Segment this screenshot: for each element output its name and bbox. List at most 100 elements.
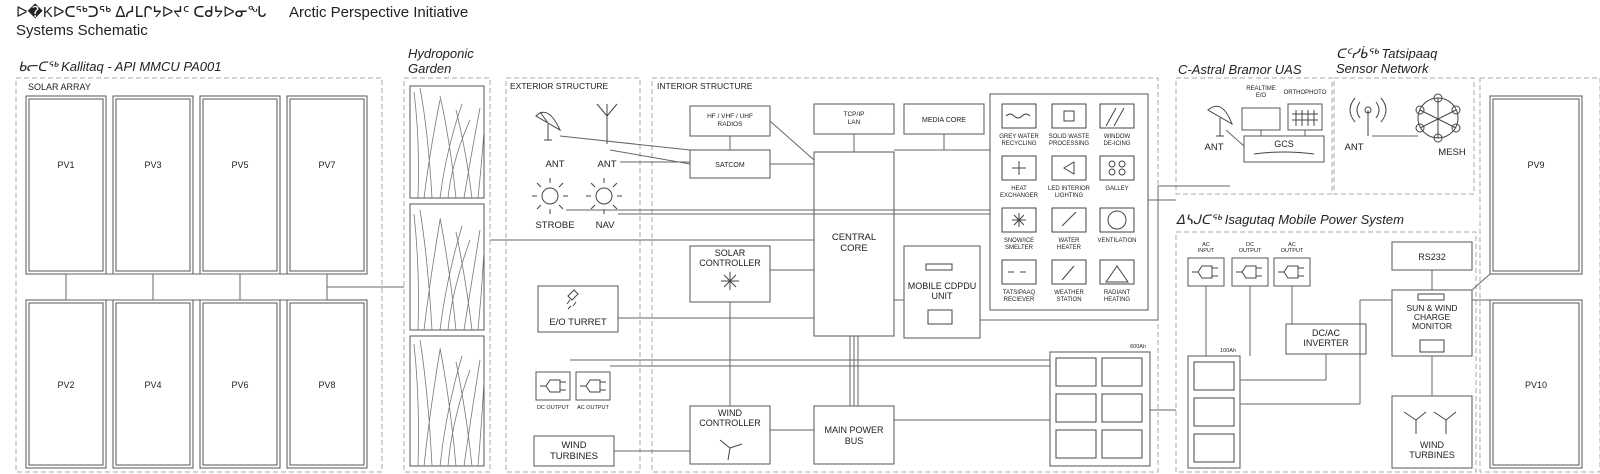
sensor-antenna-icon: [1349, 97, 1387, 136]
right-pv-frame: [1479, 77, 1600, 473]
pv2-label: PV2: [57, 380, 74, 390]
gcs-box: [1243, 135, 1325, 163]
subsystem-icons: [1001, 103, 1135, 285]
meter-icon: [927, 309, 953, 325]
pv4-label: PV4: [144, 380, 161, 390]
battery-icons: [1055, 357, 1143, 459]
orthophoto-label: ORTHOPHOTO: [1284, 90, 1327, 96]
subsystem-ventilation: VENTILATION: [1098, 238, 1137, 244]
subsystems-panel: [989, 93, 1149, 311]
pv9-label: PV9: [1527, 160, 1544, 170]
ext-ant2-label: ANT: [598, 159, 617, 170]
section-kallitaq: ᑲᓕᑕᖅ Kallitaq - API MMCU PA001: [18, 59, 221, 74]
section-isagutaq: ᐃᓴᒍᑕᖅ Isagutaq Mobile Power System: [1176, 212, 1404, 227]
whip-antenna-icon: [596, 103, 618, 144]
solar-array-frame: [15, 77, 383, 473]
turbine-icon: [719, 439, 743, 461]
battery-100-label: 100Ah: [1220, 348, 1236, 354]
plug-icon: [540, 379, 606, 393]
orthophoto-box: [1287, 103, 1323, 131]
pv7-label: PV7: [318, 160, 335, 170]
strobe-light-icon: [532, 178, 568, 214]
monitor-meter-icon: [1419, 339, 1445, 353]
pv8-label: PV8: [318, 380, 335, 390]
central-core-box: [813, 151, 895, 337]
sensor-ant-label: ANT: [1345, 142, 1364, 153]
eo-turret-label: E/O TURRET: [549, 317, 607, 328]
uas-ant-label: ANT: [1205, 142, 1224, 153]
uas-wiring: [1225, 129, 1306, 147]
pv3-label: PV3: [144, 160, 161, 170]
hydroponic-frame: [403, 77, 491, 473]
power-wind-turbines-box: [1391, 395, 1473, 469]
dish-antenna-icon: [535, 111, 562, 141]
charge-monitor-box: [1391, 289, 1473, 357]
ext-ant1-label: ANT: [546, 159, 565, 170]
ext-strobe-label: STROBE: [535, 220, 574, 231]
grid-icon: [1292, 110, 1318, 126]
rs232-box: [1391, 241, 1473, 271]
battery-bank-100: [1187, 355, 1241, 469]
pv5-label: PV5: [231, 160, 248, 170]
exterior-frame: [505, 77, 641, 473]
ext-nav-label: NAV: [596, 220, 615, 231]
exterior-label: EXTERIOR STRUCTURE: [510, 81, 609, 91]
ext-wind-turbines-box: [533, 435, 615, 467]
pv10-label: PV10: [1525, 380, 1547, 390]
battery-bank-600: [1049, 351, 1151, 467]
pv6-label: PV6: [231, 380, 248, 390]
hydroponic-plants: [409, 85, 485, 467]
title-main: Arctic Perspective Initiative: [289, 4, 468, 21]
camera-icon: [566, 289, 579, 310]
main-power-bus-box: [813, 405, 895, 465]
ext-ac-output-label: AC OUTPUT: [577, 405, 609, 411]
sensor-mesh-label: MESH: [1438, 147, 1466, 158]
monitor-display-icon: [1417, 293, 1445, 301]
display-icon: [925, 263, 953, 271]
title-sub: Systems Schematic: [16, 22, 148, 39]
gcs-label: GCS: [1274, 139, 1294, 149]
power-wiring: [1205, 270, 1491, 405]
solar-array-label: SOLAR ARRAY: [28, 82, 91, 92]
tcpip-box: [813, 103, 895, 135]
section-uas: C-Astral Bramor UAS: [1178, 62, 1302, 77]
uas-dish-icon: [1207, 105, 1233, 137]
pv-panels: [25, 95, 1583, 469]
media-core-label: MEDIA CORE: [922, 117, 966, 124]
satcom-box: [689, 149, 771, 179]
gcs-link-icon: [1253, 151, 1315, 155]
rs232-label: RS232: [1418, 252, 1446, 262]
interior-label: INTERIOR STRUCTURE: [657, 81, 753, 91]
mobile-cdpdu-box: [903, 245, 981, 339]
interior-frame: [651, 77, 1159, 473]
title-syllabics: ᐅ�Kᐅᑕᖅᑐᖅ ᐃᓱᒪᒋᔭᐅᔪᑦ ᑕᑯᔭᐅᓂᖓ: [16, 3, 266, 21]
battery-600-label: 600Ah: [1130, 344, 1146, 350]
wind-turbine-icons: [1403, 411, 1457, 434]
isagutaq-frame: [1175, 231, 1477, 473]
interior-wiring: [490, 120, 1230, 452]
